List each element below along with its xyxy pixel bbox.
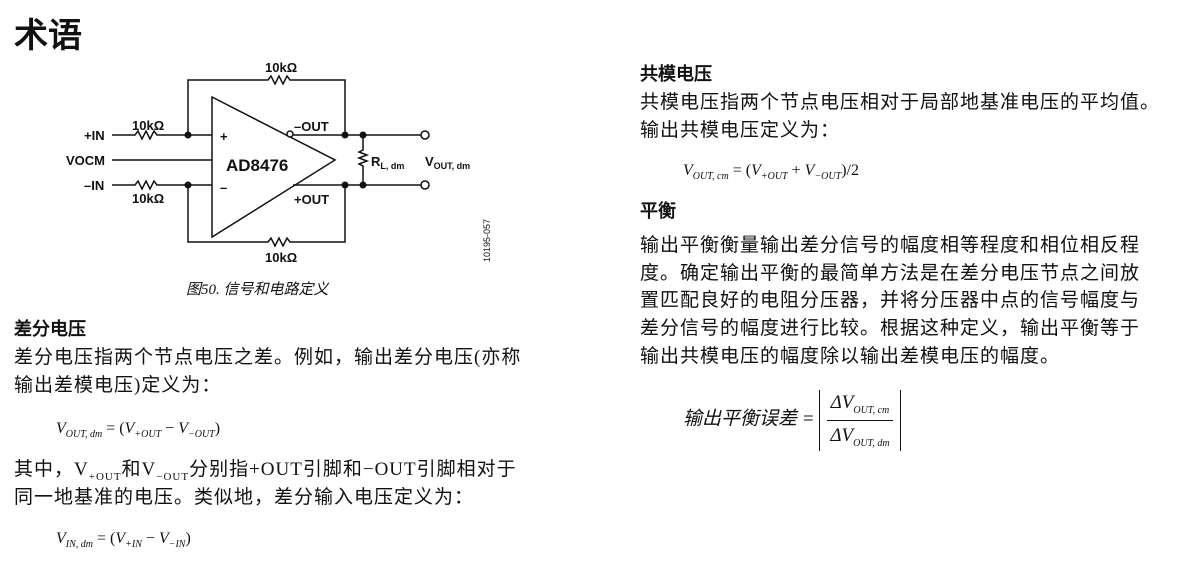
minus-input-sign: – bbox=[220, 180, 227, 195]
paragraph-line: 其中，V+OUT和V−OUT分别指+OUT引脚和−OUT引脚相对于 bbox=[14, 459, 517, 483]
label-vout: VOUT, dm bbox=[425, 154, 470, 171]
terminal-top bbox=[420, 130, 430, 140]
page-title: 术语 bbox=[14, 17, 82, 55]
paragraph-line: 输出共模电压的幅度除以输出差模电压的幅度。 bbox=[640, 346, 1061, 367]
circuit-diagram: 10kΩ 10kΩ 10kΩ 10kΩ +IN VOCM –IN AD8476 … bbox=[66, 60, 492, 265]
input-resistor-plus bbox=[112, 129, 212, 141]
resistor-label-in-minus: 10kΩ bbox=[132, 191, 164, 206]
label-in-minus: –IN bbox=[84, 178, 104, 193]
label-vocm: VOCM bbox=[66, 153, 105, 168]
formula-output-balance-error: 输出平衡误差 = ΔVOUT, cm ΔVOUT, dm bbox=[683, 390, 901, 451]
resistor-label-in-plus: 10kΩ bbox=[132, 118, 164, 133]
label-out-minus: –OUT bbox=[294, 119, 329, 134]
paragraph-line: 同一地基准的电压。类似地，差分输入电压定义为： bbox=[14, 487, 475, 508]
label-out-plus: +OUT bbox=[294, 192, 329, 207]
paragraph-line: 输出共模电压定义为： bbox=[640, 120, 841, 141]
paragraph-line: 差分电压指两个节点电压之差。例如，输出差分电压(亦称 bbox=[14, 347, 522, 368]
paragraph-line: 置匹配良好的电阻分压器，并将分压器中点的信号幅度与 bbox=[640, 290, 1141, 311]
label-in-plus: +IN bbox=[84, 128, 105, 143]
paragraph-line: 度。确定输出平衡的最简单方法是在差分电压节点之间放 bbox=[640, 263, 1141, 284]
inverting-bubble bbox=[286, 130, 294, 138]
terminal-bottom bbox=[420, 180, 430, 190]
load-resistor bbox=[356, 135, 370, 185]
heading-balance: 平衡 bbox=[640, 201, 676, 221]
fraction: ΔVOUT, cm ΔVOUT, dm bbox=[819, 390, 901, 451]
figure-code: 10195-057 bbox=[482, 219, 492, 262]
amplifier-triangle bbox=[211, 95, 337, 239]
formula-vin-dm: VIN, dm = (V+IN − V−IN) bbox=[56, 530, 191, 551]
resistor-label-bottom: 10kΩ bbox=[265, 250, 297, 265]
figure-caption: 图50. 信号和电路定义 bbox=[186, 282, 329, 298]
heading-differential-voltage: 差分电压 bbox=[14, 319, 86, 339]
input-resistor-minus bbox=[112, 179, 212, 191]
chip-label: AD8476 bbox=[226, 156, 288, 175]
paragraph-line: 输出平衡衡量输出差分信号的幅度相等程度和相位相反程 bbox=[640, 235, 1141, 256]
resistor-label-top: 10kΩ bbox=[265, 60, 297, 75]
paragraph-line: 差分信号的幅度进行比较。根据这种定义，输出平衡等于 bbox=[640, 318, 1141, 339]
paragraph-line: 共模电压指两个节点电压相对于局部地基准电压的平均值。 bbox=[640, 92, 1161, 113]
plus-input-sign: + bbox=[220, 129, 228, 144]
paragraph-line: 输出差模电压)定义为： bbox=[14, 375, 222, 396]
heading-common-mode-voltage: 共模电压 bbox=[640, 64, 712, 84]
feedback-resistor-bottom bbox=[187, 185, 346, 248]
formula-vout-dm: VOUT, dm = (V+OUT − V−OUT) bbox=[56, 420, 221, 441]
feedback-resistor-top bbox=[187, 74, 346, 135]
label-rl: RL, dm bbox=[371, 154, 404, 171]
formula-vout-cm: VOUT, cm = (V+OUT + V−OUT)/2 bbox=[683, 162, 859, 183]
